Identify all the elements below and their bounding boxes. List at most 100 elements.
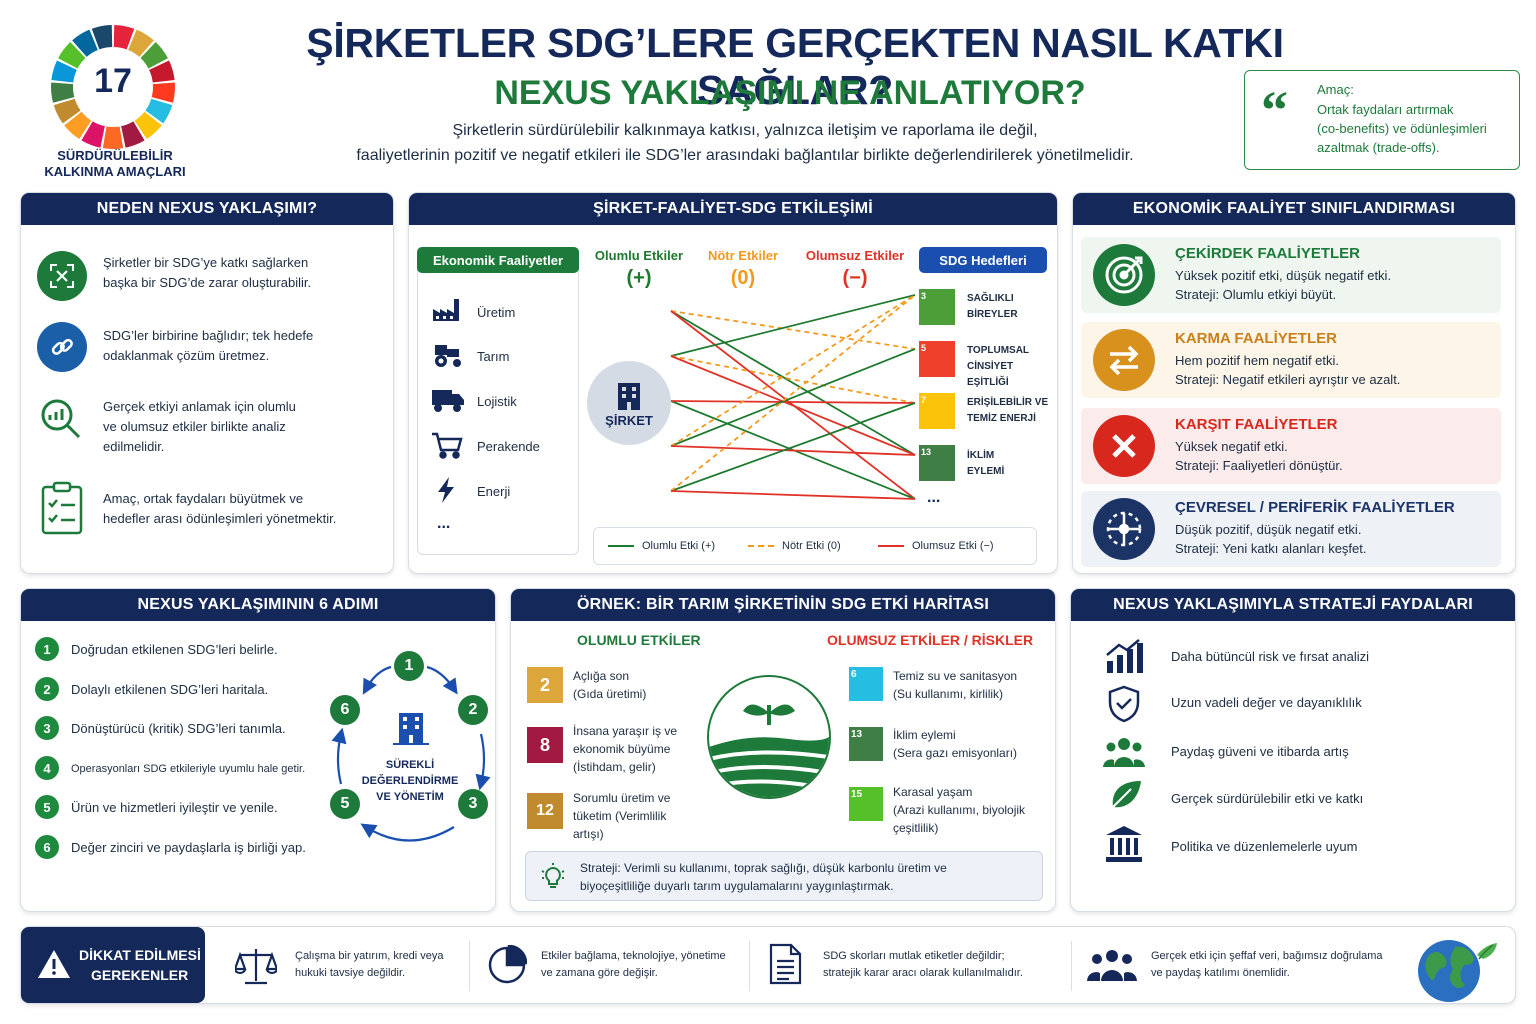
sdg-7-icon: 7 — [919, 393, 955, 429]
wheel-segment — [102, 126, 124, 149]
class-peripheral-d2: Strateji: Yeni katkı alanları keşfet. — [1175, 541, 1367, 556]
document-icon — [767, 943, 803, 990]
logo-text-2: KALKINMA AMAÇLARI — [44, 164, 186, 179]
positive-symbol: (+) — [626, 267, 652, 289]
cart-icon — [431, 431, 463, 464]
wheel-segment — [121, 121, 145, 148]
step-5-number: 5 — [35, 795, 59, 819]
wheel-segment — [145, 98, 173, 124]
cycle-step-5: 5 — [330, 789, 360, 819]
sdg-2-icon: 2 — [527, 667, 563, 703]
example-negative-title: OLUMSUZ ETKİLER / RİSKLER — [827, 632, 1034, 648]
activity-more: ... — [437, 515, 451, 532]
wheel-segment — [151, 82, 175, 103]
sdg-13-l1: İKLİM — [967, 450, 995, 461]
class-opposite-title: KARŞIT FAALİYETLER — [1175, 416, 1338, 433]
class-core: ÇEKİRDEK FAALİYETLER Yüksek pozitif etki… — [1081, 237, 1501, 313]
clipboard-icon — [39, 481, 85, 537]
growth-chart-icon — [1105, 639, 1143, 678]
impact-legend: Olumlu Etki (+) Nötr Etki (0) Olumsuz Et… — [593, 527, 1037, 565]
pos-3-l1: Sorumlu üretim ve — [573, 791, 671, 805]
class-core-d1: Yüksek pozitif etki, düşük negatif etki. — [1175, 268, 1392, 283]
step-3-number: 3 — [35, 716, 59, 740]
class-opposite: KARŞIT FAALİYETLER Yüksek negatif etki. … — [1081, 408, 1501, 484]
wheel-segment — [51, 82, 75, 103]
classification-header: EKONOMİK FAALİYET SINIFLANDIRMASI — [1073, 193, 1515, 225]
wheel-segment — [53, 98, 81, 124]
sdg-5-l1: TOPLUMSAL — [967, 345, 1030, 356]
goal-title: Amaç: — [1317, 82, 1354, 97]
why-item-2-l1: SDG’ler birbirine bağlıdır; tek hedefe — [103, 328, 314, 343]
sdg-15-icon: 15 — [849, 787, 883, 821]
positive-label: Olumlu Etkiler — [594, 248, 684, 263]
sdg-7-l1: ERİŞİLEBİLİR VE — [967, 397, 1049, 408]
step-6-text: Değer zinciri ve paydaşlarla iş birliği … — [71, 840, 306, 855]
class-opposite-d1: Yüksek negatif etki. — [1175, 439, 1288, 454]
benefits-header: NEXUS YAKLAŞIMIYLA STRATEJİ FAYDALARI — [1071, 589, 1515, 621]
wheel-segment — [51, 60, 77, 83]
legend-neutral: Nötr Etki (0) — [782, 540, 841, 552]
neg-3-l1: Karasal yaşam — [893, 785, 973, 799]
sdg-goals-title: SDG Hedefleri — [919, 247, 1047, 273]
neg-3-l2: (Arazi kullanımı, biyolojik — [893, 803, 1026, 817]
sdg-3-icon: 3 — [919, 289, 955, 325]
benefit-5: Politika ve düzenlemelerle uyum — [1171, 839, 1358, 854]
why-item-1-l1: Şirketler bir SDG’ye katkı sağlarken — [103, 255, 309, 270]
wheel-segment — [58, 42, 86, 69]
wheel-segment — [64, 111, 92, 140]
negative-symbol: (−) — [842, 267, 868, 289]
wheel-segment — [149, 60, 175, 83]
leaf-icon — [1105, 779, 1143, 820]
attention-label: DİKKAT EDİLMESİ GEREKENLER — [21, 927, 205, 1003]
farm-icon — [707, 675, 831, 799]
sdg-12-icon: 12 — [527, 793, 563, 829]
step-1-number: 1 — [35, 637, 59, 661]
why-item-3-l2: ve olumsuz etkiler birlikte analiz — [103, 419, 286, 434]
why-nexus-header: NEDEN NEXUS YAKLAŞIMI? — [21, 193, 393, 225]
exchange-icon — [1093, 329, 1155, 391]
target-icon — [1093, 244, 1155, 306]
step-2-text: Dolaylı etkilenen SDG’leri haritala. — [71, 682, 269, 697]
class-mixed: KARMA FAALİYETLER Hem pozitif hem negati… — [1081, 322, 1501, 398]
attention-3-l1: SDG skorları mutlak etiketler değildir; — [823, 950, 1005, 962]
sdg-5-l2: CİNSİYET EŞİTLİĞİ — [967, 361, 1014, 388]
pie-icon — [487, 944, 528, 990]
benefit-2: Uzun vadeli değer ve dayanıklılık — [1171, 695, 1362, 710]
cycle-step-6: 6 — [330, 695, 360, 725]
logo-text-1: SÜRDÜRÜLEBİLİR — [57, 148, 173, 163]
neg-1-l2: (Su kullanımı, kirlilik) — [893, 687, 1004, 701]
wheel-segment — [72, 29, 98, 57]
group-icon — [1087, 949, 1137, 986]
intro-line-2: faaliyetlerinin pozitif ve negatif etkil… — [356, 147, 1134, 164]
sdg-13b-icon: 13 — [849, 727, 883, 761]
example-card: ÖRNEK: BİR TARIM ŞİRKETİNİN SDG ETKİ HAR… — [510, 588, 1056, 912]
sdg-logo: 17 — [48, 22, 178, 152]
cycle-label-3: VE YÖNETİM — [376, 791, 444, 803]
impact-line-pos — [670, 348, 916, 447]
classification-card: EKONOMİK FAALİYET SINIFLANDIRMASI ÇEKİRD… — [1072, 192, 1516, 574]
network-icon — [1093, 498, 1155, 560]
neg-2-l2: (Sera gazı emisyonları) — [893, 746, 1018, 760]
pos-2-l1: İnsana yaraşır iş ve — [573, 724, 678, 738]
example-header: ÖRNEK: BİR TARIM ŞİRKETİNİN SDG ETKİ HAR… — [511, 589, 1055, 621]
interaction-header: ŞİRKET-FAALİYET-SDG ETKİLEŞİMİ — [409, 193, 1057, 225]
why-item-2-l2: odaklanmak çözüm üretmez. — [103, 348, 270, 363]
cycle-arrows — [331, 665, 491, 842]
cycle-label-1: SÜREKLİ — [385, 759, 435, 771]
cycle-step-2: 2 — [458, 695, 488, 725]
activity-perakende: Perakende — [477, 439, 540, 454]
page-subtitle: NEXUS YAKLAŞIMI NE ANLATIYOR? — [494, 74, 1086, 112]
institution-icon — [1105, 825, 1143, 868]
impact-line-neu — [670, 355, 916, 404]
step-4-text: Operasyonları SDG etkileriyle uyumlu hal… — [71, 763, 306, 775]
why-item-4-l2: hedefler arası ödünleşimleri yönetmektir… — [103, 511, 337, 526]
benefit-3: Paydaş güveni ve itibarda artış — [1171, 744, 1349, 759]
pos-1-l1: Açlığa son — [573, 669, 630, 683]
goal-box: “ Amaç: Ortak faydaları artırmak (co-ben… — [1244, 70, 1520, 170]
pos-2-l2: ekonomik büyüme — [573, 742, 671, 756]
interaction-card: ŞİRKET-FAALİYET-SDG ETKİLEŞİMİ Ekonomik … — [408, 192, 1058, 574]
attention-bar: DİKKAT EDİLMESİ GEREKENLER Çalışma bir y… — [20, 926, 1516, 1004]
steps-header: NEXUS YAKLAŞIMININ 6 ADIMI — [21, 589, 495, 621]
steps-card: NEXUS YAKLAŞIMININ 6 ADIMI 1 Doğrudan et… — [20, 588, 496, 912]
intro-line-1: Şirketlerin sürdürülebilir kalkınmaya ka… — [452, 122, 1038, 139]
